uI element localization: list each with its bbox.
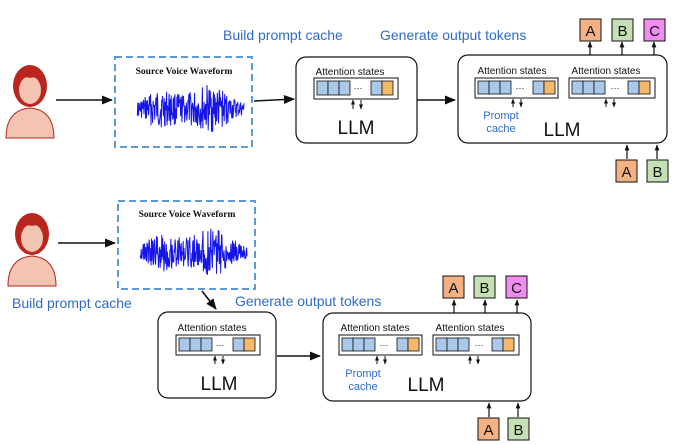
output-token-c: C (505, 275, 528, 299)
llm-box-1: Attention states ··· LLM (295, 56, 418, 144)
top-section: Source Voice Waveform Build prompt cache… (5, 18, 669, 183)
attention-states-label: Attention states (178, 323, 247, 334)
input-token-a: A (615, 159, 638, 183)
svg-text:A: A (621, 164, 631, 181)
input-tokens: A B (477, 402, 530, 441)
build-prompt-cache-label: Build prompt cache (12, 295, 132, 311)
attention-states-left-label: Attention states (341, 323, 410, 334)
waveform-icon (139, 228, 248, 275)
svg-text:···: ··· (354, 83, 363, 93)
svg-text:B: B (652, 164, 662, 181)
output-token-a: A (442, 275, 465, 299)
input-token-a: A (477, 417, 500, 441)
attention-cells-left: ··· (338, 334, 423, 356)
svg-text:B: B (479, 280, 489, 297)
waveform-title: Source Voice Waveform (139, 210, 236, 220)
llm-box-1: Attention states ··· LLM (157, 311, 277, 399)
llm-label: LLM (544, 120, 581, 141)
svg-text:C: C (649, 23, 660, 40)
attention-states-right-label: Attention states (572, 66, 641, 77)
input-token-b: B (646, 159, 669, 183)
output-tokens: A B C (442, 275, 528, 313)
person-icon (7, 213, 57, 287)
build-prompt-cache-label: Build prompt cache (223, 27, 343, 43)
llm-label: LLM (408, 375, 445, 396)
svg-text:A: A (585, 23, 595, 40)
svg-text:B: B (513, 422, 523, 439)
bottom-section: Source Voice Waveform Build prompt cache… (7, 200, 532, 441)
waveform-icon (136, 85, 245, 132)
prompt-cache-label-line2: cache (348, 381, 377, 393)
svg-text:A: A (448, 280, 458, 297)
llm-label: LLM (201, 374, 238, 395)
llm-label: LLM (338, 118, 375, 139)
arrow-waveform-to-llm1 (253, 95, 296, 104)
waveform-title: Source Voice Waveform (136, 67, 233, 77)
generate-output-tokens-label: Generate output tokens (235, 293, 381, 309)
prompt-cache-label-line2: cache (486, 123, 515, 135)
output-token-b: B (473, 275, 496, 299)
svg-text:B: B (617, 23, 627, 40)
llm-box-2: Attention states Attention states ··· ··… (457, 54, 668, 144)
attention-cells-right: ··· (568, 77, 656, 99)
svg-text:···: ··· (216, 340, 225, 350)
attention-cells: ··· (313, 77, 399, 100)
svg-text:···: ··· (611, 83, 620, 93)
arrow-waveform-to-llm1 (201, 290, 217, 310)
svg-text:···: ··· (380, 340, 389, 350)
prompt-cache-label-line1: Prompt (345, 368, 380, 380)
attention-states-left-label: Attention states (478, 66, 547, 77)
attention-states-right-label: Attention states (436, 323, 505, 334)
output-token-c: C (643, 18, 666, 42)
output-token-b: B (611, 18, 634, 42)
person-icon (5, 65, 55, 139)
svg-text:···: ··· (475, 340, 484, 350)
input-token-b: B (507, 417, 530, 441)
attention-cells: ··· (175, 334, 261, 356)
svg-text:A: A (483, 422, 493, 439)
generate-output-tokens-label: Generate output tokens (380, 27, 526, 43)
prompt-cache-label-line1: Prompt (483, 110, 518, 122)
attention-cells-left: ··· (474, 77, 559, 99)
svg-text:···: ··· (516, 83, 525, 93)
input-tokens: A B (615, 144, 669, 183)
attention-cells-right: ··· (432, 334, 520, 356)
llm-box-2: Attention states Attention states ··· ··… (322, 312, 532, 402)
svg-text:C: C (511, 280, 522, 297)
output-token-a: A (579, 18, 602, 42)
attention-states-label: Attention states (316, 67, 385, 78)
output-tokens: A B C (579, 18, 666, 55)
